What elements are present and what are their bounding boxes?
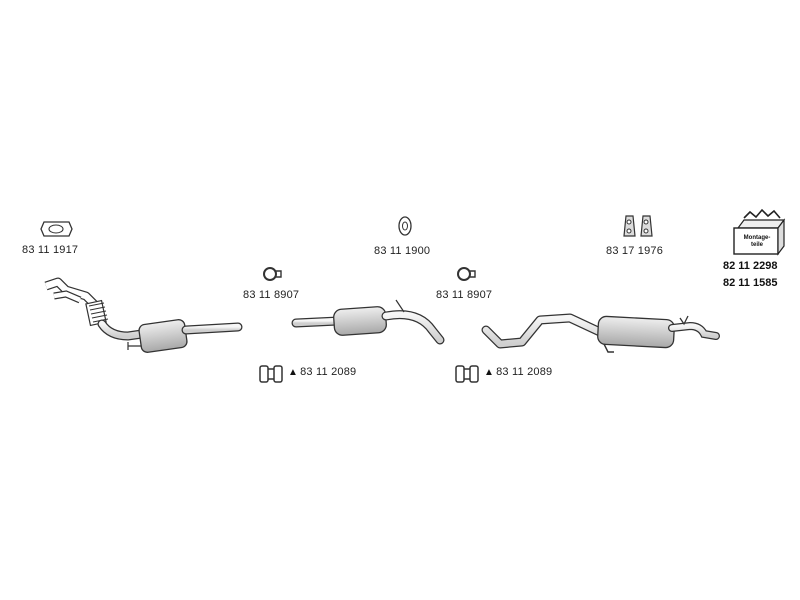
rubber-hanger-icon-1 bbox=[623, 215, 636, 237]
mounting-kit-code-2: 82 11 1585 bbox=[723, 277, 778, 289]
clamp-pair-2-text: 83 11 2089 bbox=[496, 366, 553, 378]
clamp-ring-icon-2 bbox=[457, 267, 476, 281]
double-clamp-icon-1 bbox=[259, 365, 283, 383]
mounting-kit-box-label: Montage- teile bbox=[737, 235, 777, 249]
gasket-mid-icon bbox=[398, 216, 412, 236]
gasket-front-icon bbox=[40, 221, 73, 237]
clamp-ring-icon-1 bbox=[263, 267, 282, 281]
rubber-hanger-icon-2 bbox=[640, 215, 653, 237]
part-number-clamp-1: 83 11 8907 bbox=[243, 289, 300, 301]
part-number-clamp-pair-2: ▲83 11 2089 bbox=[484, 366, 552, 378]
mounting-kit-label-line2: teile bbox=[750, 242, 763, 248]
middle-pipe-resonator bbox=[291, 299, 445, 345]
mounting-kit-code-1: 82 11 2298 bbox=[723, 260, 778, 272]
part-number-clamp-pair-1: ▲83 11 2089 bbox=[288, 366, 356, 378]
double-clamp-icon-2 bbox=[455, 365, 479, 383]
part-number-clamp-2: 83 11 8907 bbox=[436, 289, 493, 301]
clamp-pair-1-text: 83 11 2089 bbox=[300, 366, 357, 378]
front-pipe-catalyst bbox=[44, 277, 243, 353]
part-number-gasket-mid: 83 11 1900 bbox=[374, 245, 431, 257]
mounting-kit-label-line1: Montage- bbox=[743, 235, 771, 241]
triangle-symbol: ▲ bbox=[288, 367, 299, 378]
part-number-hangers: 83 17 1976 bbox=[606, 245, 664, 257]
part-number-gasket-front: 83 11 1917 bbox=[22, 244, 79, 256]
triangle-symbol: ▲ bbox=[484, 367, 495, 378]
rear-pipe-muffler bbox=[481, 313, 720, 353]
mounting-kit-box-icon bbox=[733, 208, 786, 256]
